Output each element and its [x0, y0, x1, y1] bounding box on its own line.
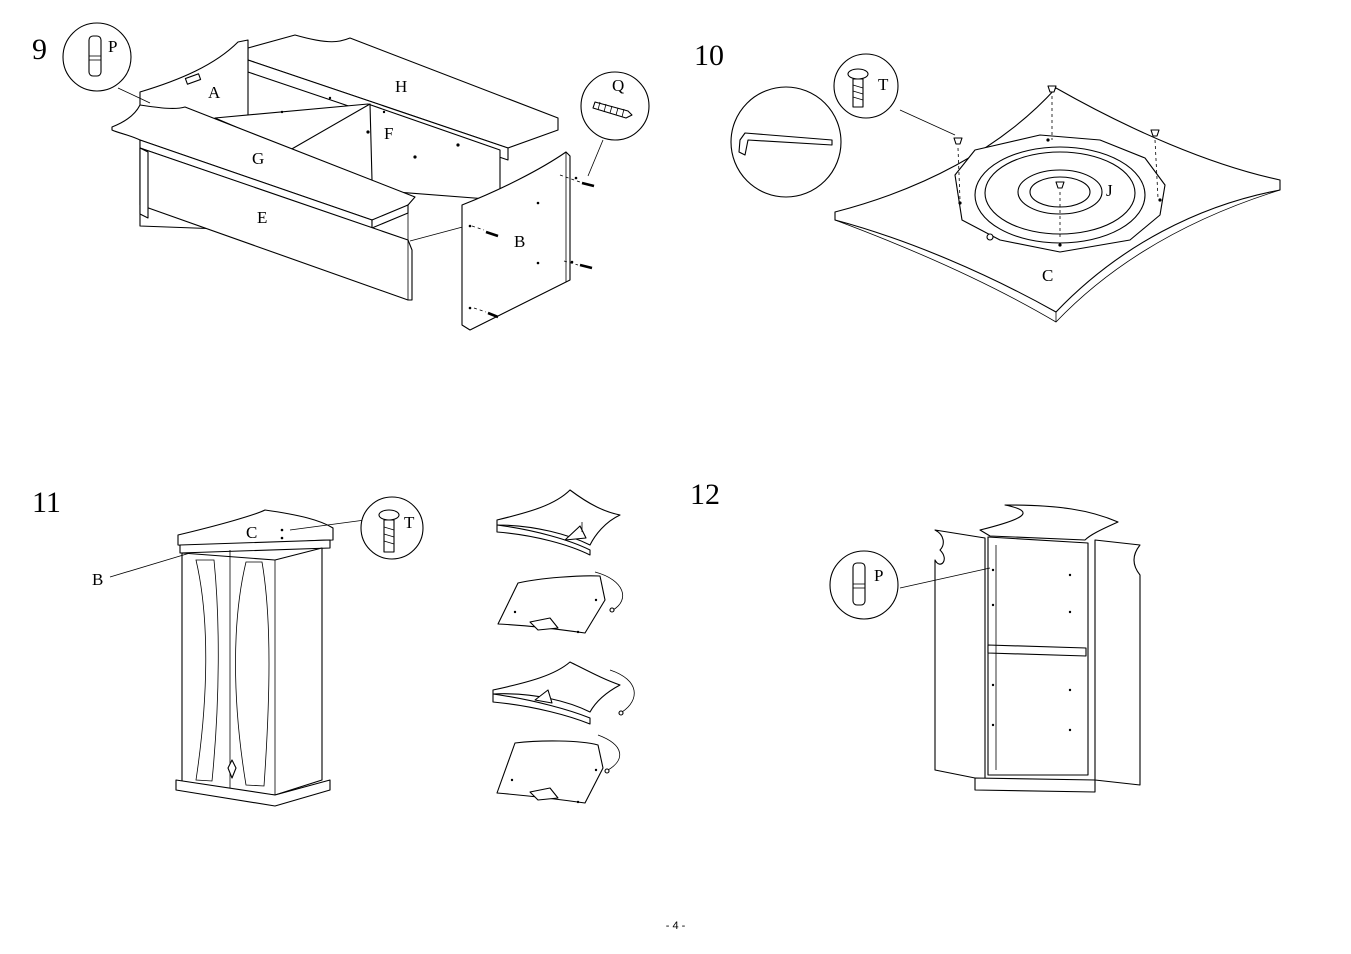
label-C-step11: C: [246, 523, 257, 542]
detail-view-3: [493, 662, 634, 724]
label-H: H: [395, 77, 407, 96]
label-B-step11: B: [92, 570, 103, 589]
label-Q: Q: [612, 76, 624, 95]
detail-view-1: [497, 490, 620, 555]
detail-view-2: [498, 572, 623, 633]
dowel-pin-icon: [89, 36, 101, 76]
label-P: P: [108, 37, 117, 56]
step-9-drawing: P A H F G E B Q: [63, 23, 649, 330]
dowel-pin-icon: [853, 563, 865, 605]
page-number: - 4 -: [0, 920, 1351, 932]
step-12-drawing: P: [830, 505, 1140, 792]
label-A: A: [208, 83, 221, 102]
label-T: T: [878, 75, 889, 94]
callout-hex-key: [731, 87, 841, 197]
assembled-cabinet: [176, 510, 333, 806]
label-G: G: [252, 149, 264, 168]
cabinet-open-doors: [935, 505, 1140, 792]
rotate-arrow-icon: [610, 670, 634, 715]
label-B: B: [514, 232, 525, 251]
detail-view-4: [497, 735, 620, 803]
label-F: F: [384, 124, 393, 143]
callout-T-step10: [834, 54, 898, 118]
label-J: J: [1106, 181, 1113, 200]
label-C: C: [1042, 266, 1053, 285]
label-T-step11: T: [404, 513, 415, 532]
callout-P-step12: [830, 551, 898, 619]
callout-P-step9: [63, 23, 150, 103]
step-11-drawing: C B T: [92, 490, 634, 806]
label-E: E: [257, 208, 267, 227]
step-10-drawing: T J C: [731, 54, 1280, 322]
label-P-step12: P: [874, 566, 883, 585]
